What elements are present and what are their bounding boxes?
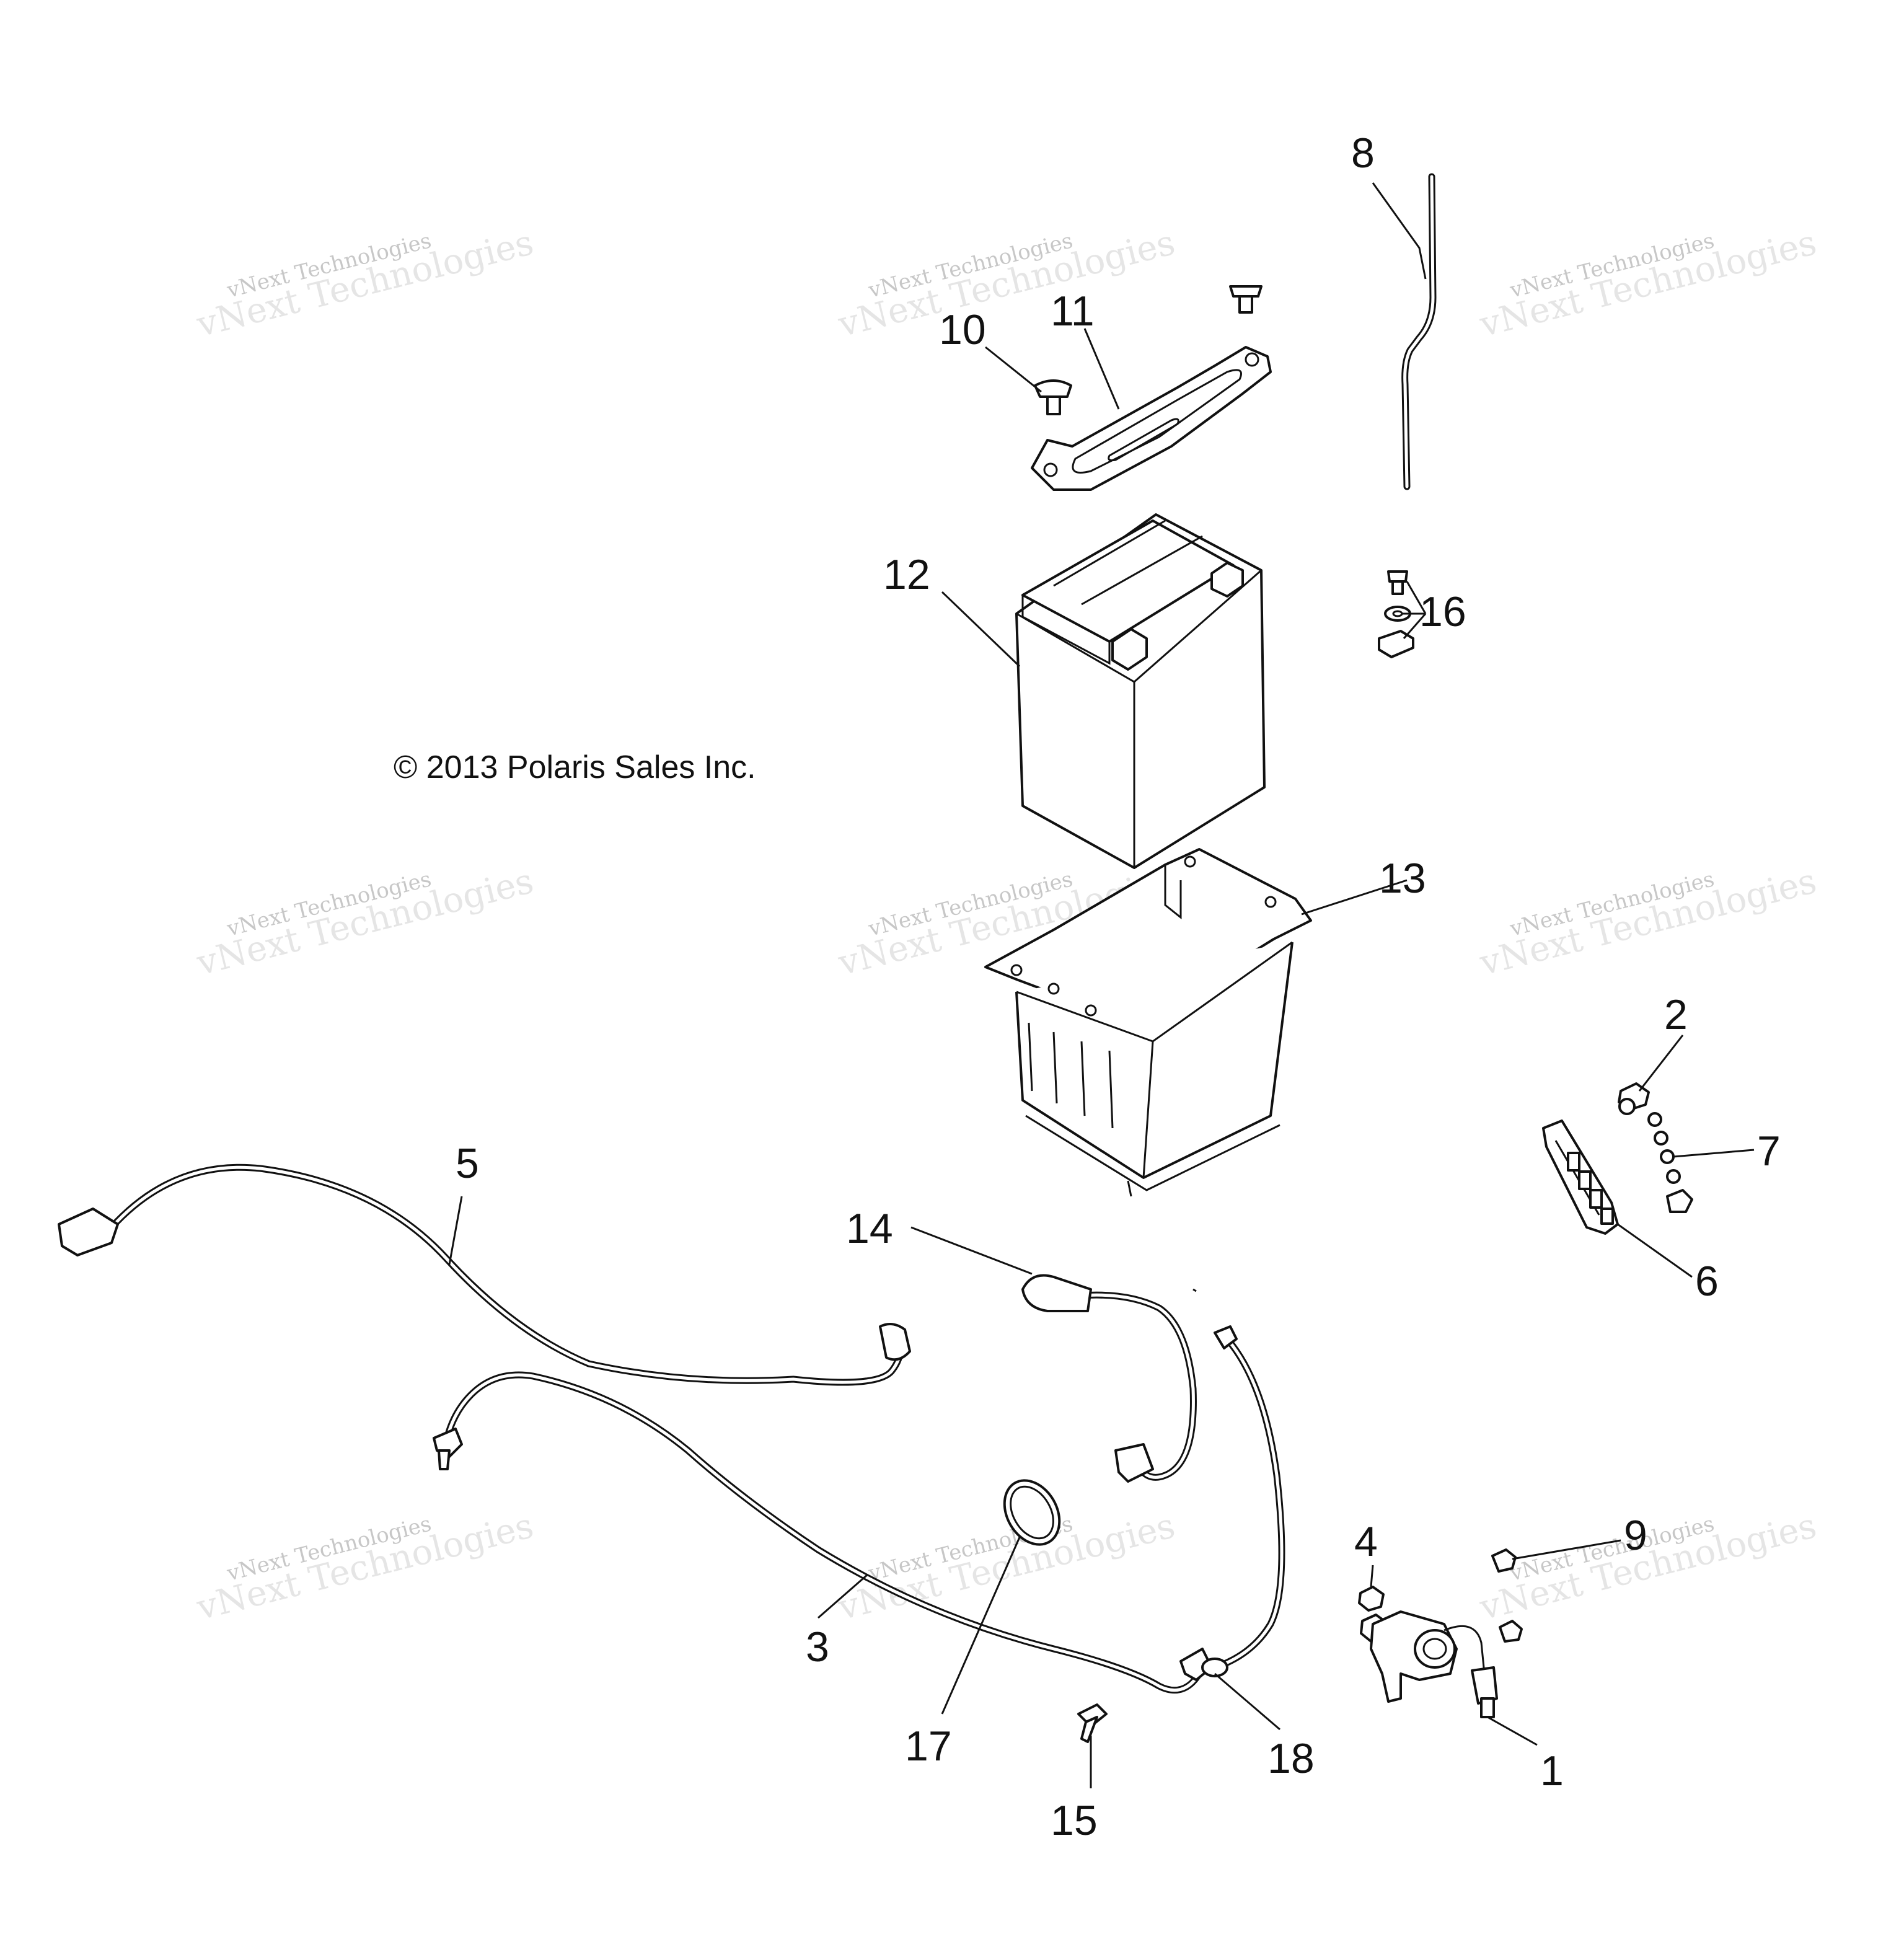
ground-cable-part [1211, 1325, 1285, 1671]
cable-part-5 [58, 1163, 911, 1386]
battery-box-part [984, 848, 1312, 1197]
push-rivet-part [1077, 1703, 1108, 1743]
callout-3: 3 [806, 1623, 829, 1671]
watermark-top-right: vNext Technologies vNext Technologies [1476, 223, 1820, 345]
watermark-top-center: vNext Technologies vNext Technologies [834, 223, 1179, 345]
callout-9: 9 [1624, 1512, 1647, 1559]
callout-8: 8 [1351, 130, 1375, 177]
battery-part [1015, 513, 1266, 869]
terminal-block-part [1542, 1119, 1619, 1235]
screw-part-9 [1491, 1548, 1523, 1643]
callout-2: 2 [1664, 991, 1688, 1038]
screw-part-10 [1034, 379, 1072, 415]
callout-1: 1 [1540, 1747, 1564, 1795]
callout-16: 16 [1419, 588, 1466, 635]
callout-4: 4 [1354, 1518, 1378, 1565]
hold-down-bracket-part [1031, 346, 1272, 491]
callout-17: 17 [905, 1723, 952, 1770]
solenoid-part [1370, 1610, 1498, 1718]
terminal-nuts-part [1647, 1112, 1693, 1213]
callout-12: 12 [883, 551, 930, 598]
callout-14: 14 [846, 1205, 893, 1252]
callout-13: 13 [1379, 855, 1426, 902]
hose-clamp-part [1003, 1479, 1061, 1546]
bolt-nut-washer-part [1378, 570, 1414, 658]
watermark-mid-right: vNext Technologies vNext Technologies [1476, 861, 1820, 984]
callout-6: 6 [1695, 1258, 1719, 1305]
callout-5: 5 [456, 1140, 479, 1187]
watermark-mid-left: vNext Technologies vNext Technologies [193, 861, 537, 984]
grommet-part [1201, 1658, 1228, 1677]
callout-11: 11 [1051, 288, 1095, 335]
callout-18: 18 [1267, 1735, 1315, 1782]
callout-10: 10 [939, 306, 986, 353]
watermark-bottom-left: vNext Technologies vNext Technologies [193, 1506, 537, 1628]
cable-part-14 [1021, 1274, 1197, 1483]
callout-15: 15 [1051, 1797, 1098, 1844]
screw-top-part [1229, 285, 1263, 314]
terminal-bolt-part [1618, 1082, 1650, 1115]
copyright-text: © 2013 Polaris Sales Inc. [394, 749, 756, 785]
leader-lines [448, 182, 1755, 1788]
small-mark [1192, 1288, 1197, 1292]
watermark-top-left: vNext Technologies vNext Technologies [193, 223, 537, 345]
vent-tube-part [1401, 173, 1437, 490]
callout-7: 7 [1757, 1128, 1781, 1175]
